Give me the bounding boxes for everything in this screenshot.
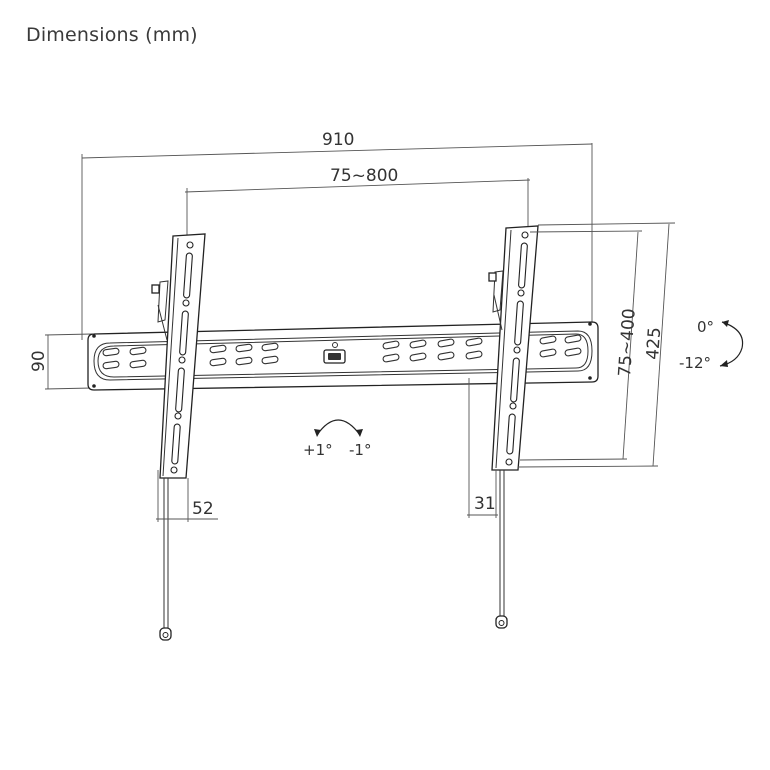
label-vesa-vertical: 75~400 — [615, 308, 640, 378]
label-overall-width: 910 — [322, 130, 354, 150]
label-plate-height: 90 — [29, 350, 49, 372]
wall-plate — [87, 321, 599, 391]
plate-slots-left — [102, 342, 279, 370]
label-tilt-bottom: -12° — [679, 354, 711, 372]
plate-slots-right — [382, 334, 582, 363]
page-title: Dimensions (mm) — [26, 24, 198, 46]
label-wall-distance-max: 52 — [192, 499, 214, 519]
dimension-overall-width: 910 — [81, 130, 593, 340]
label-overall-height: 425 — [643, 327, 665, 361]
tilt-range-indicator: 0° -12° — [679, 318, 744, 372]
center-level-lock — [323, 342, 346, 364]
label-vesa-horizontal: 75~800 — [330, 166, 398, 186]
level-arrow-icon — [316, 419, 361, 436]
level-adjust-indicator: +1° -1° — [303, 419, 371, 459]
dimension-vesa-vertical: 75~400 — [519, 230, 643, 461]
label-level-plus: +1° — [303, 441, 333, 459]
dimension-vesa-horizontal: 75~800 — [184, 166, 531, 238]
dimension-plate-height: 90 — [29, 333, 93, 390]
right-tv-bracket — [488, 225, 539, 629]
label-level-minus: -1° — [349, 441, 371, 459]
dimension-wall-distance-min: 31 — [467, 378, 498, 518]
dimension-wall-distance-max: 52 — [156, 470, 218, 522]
tilt-arrow-icon — [719, 321, 744, 367]
label-tilt-top: 0° — [697, 318, 714, 336]
dimension-overall-height: 425 — [517, 222, 676, 468]
left-tv-bracket — [151, 233, 206, 641]
label-wall-distance-min: 31 — [474, 494, 496, 514]
